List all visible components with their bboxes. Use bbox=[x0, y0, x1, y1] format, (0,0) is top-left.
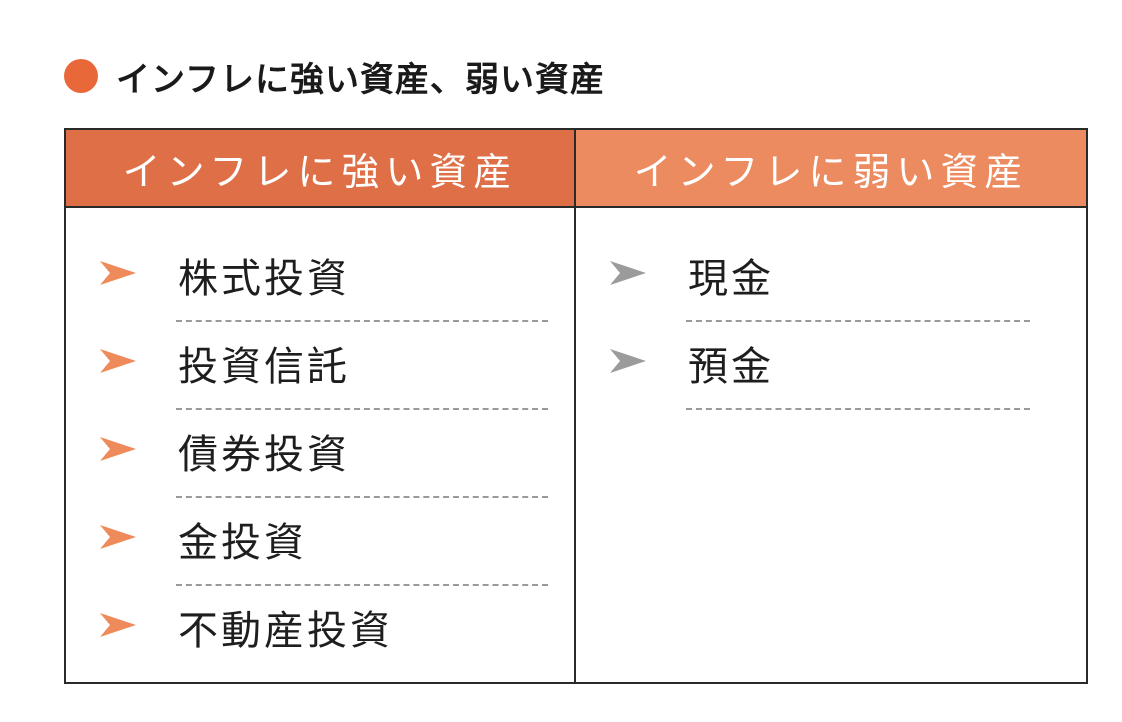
item-label: 金投資 bbox=[178, 520, 307, 566]
dashed-divider bbox=[176, 320, 548, 322]
item-label: 不動産投資 bbox=[178, 608, 393, 654]
dashed-divider bbox=[686, 320, 1030, 322]
weak-assets-list: 現金 預金 bbox=[576, 208, 1086, 412]
dashed-divider bbox=[176, 496, 548, 498]
column-strong-assets: インフレに強い資産 株式投資 投資信託 債券投資 bbox=[66, 130, 576, 682]
arrow-icon bbox=[100, 349, 136, 373]
list-item: 現金 bbox=[576, 236, 1086, 324]
item-label: 預金 bbox=[688, 344, 774, 390]
dashed-divider bbox=[686, 408, 1030, 410]
page-title: インフレに強い資産、弱い資産 bbox=[116, 59, 605, 100]
column-header-weak: インフレに弱い資産 bbox=[576, 130, 1086, 208]
arrow-icon bbox=[100, 613, 136, 637]
bullet-dot-icon bbox=[64, 59, 98, 93]
arrow-icon bbox=[100, 437, 136, 461]
arrow-icon bbox=[610, 349, 646, 373]
item-label: 債券投資 bbox=[178, 432, 350, 478]
list-item: 株式投資 bbox=[66, 236, 574, 324]
list-item: 債券投資 bbox=[66, 412, 574, 500]
page-heading: インフレに強い資産、弱い資産 bbox=[64, 48, 605, 104]
item-label: 投資信託 bbox=[178, 344, 350, 390]
strong-assets-list: 株式投資 投資信託 債券投資 金投資 bbox=[66, 208, 574, 676]
arrow-icon bbox=[100, 261, 136, 285]
column-header-strong: インフレに強い資産 bbox=[66, 130, 574, 208]
list-item: 預金 bbox=[576, 324, 1086, 412]
list-item: 金投資 bbox=[66, 500, 574, 588]
comparison-table: インフレに強い資産 株式投資 投資信託 債券投資 bbox=[64, 128, 1088, 684]
item-label: 現金 bbox=[688, 256, 774, 302]
list-item: 不動産投資 bbox=[66, 588, 574, 676]
dashed-divider bbox=[176, 408, 548, 410]
column-weak-assets: インフレに弱い資産 現金 預金 bbox=[576, 130, 1086, 682]
list-item: 投資信託 bbox=[66, 324, 574, 412]
arrow-icon bbox=[100, 525, 136, 549]
arrow-icon bbox=[610, 261, 646, 285]
item-label: 株式投資 bbox=[178, 256, 350, 302]
dashed-divider bbox=[176, 584, 548, 586]
